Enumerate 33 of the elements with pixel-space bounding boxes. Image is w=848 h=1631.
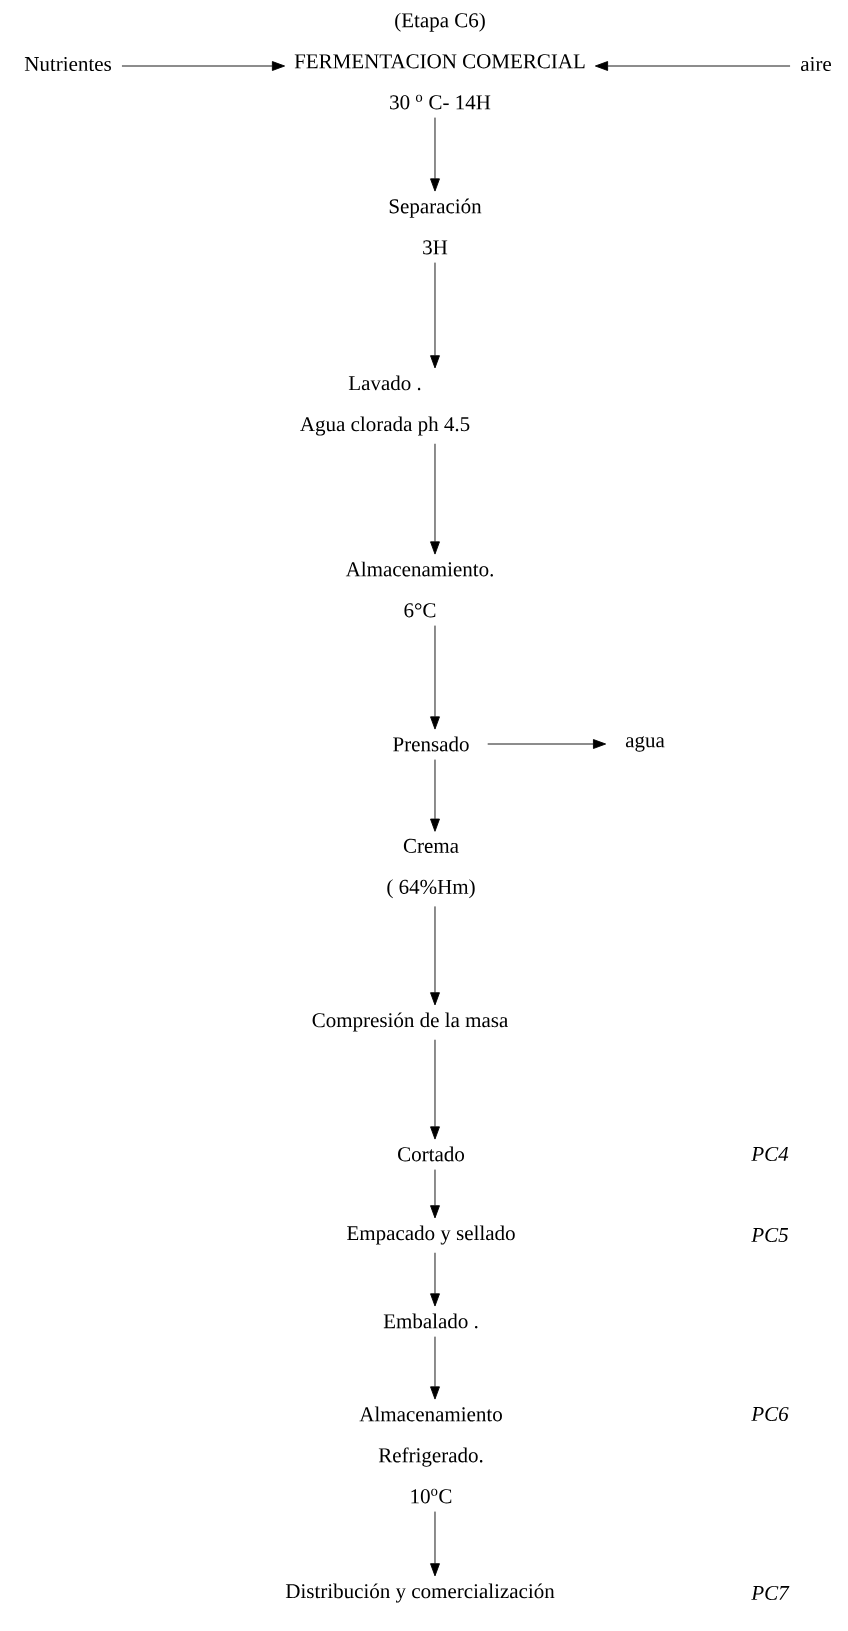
- step-label: (Etapa C6) FERMENTACION COMERCIAL 30 $^{o}$ C- 14H: [294, 12, 585, 110]
- arrow: [430, 443, 440, 555]
- step-label: Separación 3H: [389, 198, 482, 255]
- arrow: [430, 1511, 440, 1577]
- step-label: Compresión de la masa: [312, 1012, 508, 1032]
- control-point-label: PC5: [751, 1227, 789, 1243]
- step-label: Almacenamiento. 6°C: [345, 561, 493, 618]
- step-label: Cortado: [398, 1146, 465, 1162]
- step-label: Embalado .: [383, 1313, 478, 1329]
- step-label: Almacenamiento Refrigerado. 10$^{o}$C: [359, 1406, 502, 1504]
- arrow: [430, 1336, 440, 1400]
- step-label: Prensado: [393, 736, 469, 752]
- arrow: [430, 1169, 440, 1219]
- step-label: agua: [625, 736, 665, 752]
- arrow: [594, 61, 791, 71]
- arrow: [430, 117, 440, 192]
- step-label: Distribución y comercialización: [285, 1583, 555, 1603]
- step-label: Empacado y sellado: [347, 1225, 515, 1245]
- control-point-label: PC4: [751, 1146, 789, 1162]
- step-label: aire: [801, 56, 831, 72]
- arrow: [430, 1039, 440, 1140]
- arrow: [430, 759, 440, 832]
- arrow: [430, 262, 440, 369]
- step-label: Crema ( 64%Hm): [387, 838, 475, 899]
- step-label: Nutrientes: [24, 56, 111, 72]
- arrow: [430, 1252, 440, 1307]
- control-point-label: PC7: [751, 1585, 790, 1601]
- arrow: [121, 61, 286, 71]
- arrow: [487, 739, 607, 749]
- control-point-label: PC6: [751, 1406, 789, 1422]
- arrow: [430, 625, 440, 730]
- arrow: [430, 905, 440, 1006]
- step-label: Lavado . Agua clorada ph 4.5: [300, 375, 470, 436]
